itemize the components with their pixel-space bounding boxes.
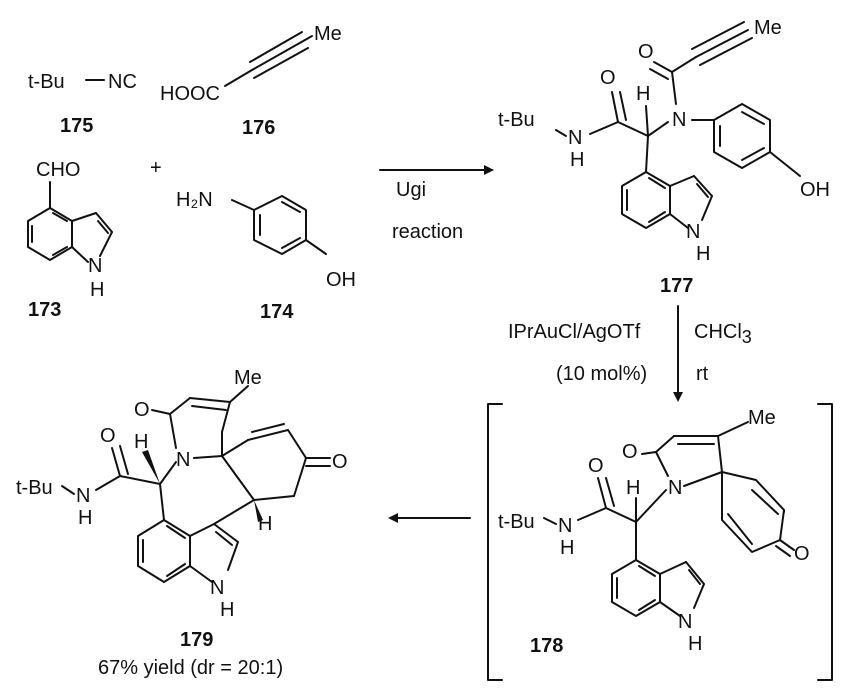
h-nh-label-177: H — [570, 149, 584, 171]
h-alpha-label-177: H — [636, 83, 650, 105]
nh-label-173: N — [88, 255, 102, 277]
catalyst-label: IPrAuCl/AgOTf — [508, 321, 641, 343]
compound-175: t-Bu NC 175 — [28, 71, 137, 137]
o-label-177a: O — [638, 41, 654, 63]
yield-label: 67% yield (dr = 20:1) — [98, 657, 283, 679]
oh-label-177: OH — [800, 179, 830, 201]
compound-number-174: 174 — [260, 301, 294, 323]
nh-indole-label-179: N — [210, 577, 224, 599]
h-ring-label-179: H — [258, 513, 272, 535]
o-label-179a: O — [134, 399, 150, 421]
compound-178: O Me N O H O N H t-Bu — [498, 407, 810, 657]
h-nh-label-178: H — [560, 537, 574, 559]
intermediate-brackets — [487, 403, 833, 681]
loading-label: (10 mol%) — [556, 363, 647, 385]
compound-174: H₂N OH 174 — [176, 189, 356, 323]
compound-173: CHO N H 173 — [27, 159, 113, 321]
h-indole-label-177: H — [696, 243, 710, 265]
o-label-177b: O — [600, 67, 616, 89]
h-alpha-label-179: H — [134, 431, 148, 453]
oh-label-174: OH — [326, 269, 356, 291]
n-label-177: N — [672, 109, 686, 131]
h-nh-label-179: H — [78, 507, 92, 529]
me-label-176: Me — [314, 23, 342, 45]
h-label-173: H — [90, 279, 104, 301]
h-alpha-label-178: H — [626, 477, 640, 499]
solvent-label: CHCl3 — [694, 321, 752, 347]
nc-label: NC — [108, 71, 137, 93]
ugi-label: Ugi — [396, 179, 426, 201]
me-label-177: Me — [754, 17, 782, 39]
tbu-label-179: t-Bu — [16, 477, 53, 499]
h2n-label: H₂N — [176, 189, 213, 211]
compound-number-179: 179 — [180, 629, 213, 651]
compound-number-173: 173 — [28, 299, 61, 321]
o-label-179b: O — [332, 451, 348, 473]
h-indole-label-179: H — [220, 599, 234, 621]
o-label-178c: O — [588, 455, 604, 477]
compound-176: HOOC Me 176 — [160, 23, 342, 139]
compound-number-178: 178 — [530, 635, 563, 657]
n-label-178: N — [668, 477, 682, 499]
nh-label-178: N — [558, 515, 572, 537]
plus-sign: + — [150, 157, 162, 179]
hooc-label: HOOC — [160, 83, 220, 105]
tbu-label-178: t-Bu — [498, 511, 535, 533]
arrow-gold: IPrAuCl/AgOTf (10 mol%) CHCl3 rt — [508, 305, 752, 402]
compound-179: O Me N O H H O N H — [16, 367, 348, 679]
nh-label-179: N — [76, 485, 90, 507]
o-label-178a: O — [622, 441, 638, 463]
tbu-label-175: t-Bu — [28, 71, 65, 93]
o-label-178b: O — [794, 543, 810, 565]
arrow-cyclization — [388, 513, 471, 523]
cho-label: CHO — [36, 159, 80, 181]
nh-indole-label-178: N — [678, 611, 692, 633]
o-label-179c: O — [100, 425, 116, 447]
nh-indole-label-177: N — [686, 221, 700, 243]
temperature-label: rt — [696, 363, 709, 385]
tbu-label-177: t-Bu — [498, 109, 535, 131]
compound-177: Me O N H O N H t-Bu OH — [498, 17, 830, 297]
compound-number-175: 175 — [60, 115, 93, 137]
me-label-178: Me — [748, 407, 776, 429]
n-label-179: N — [176, 449, 190, 471]
compound-number-176: 176 — [242, 117, 275, 139]
compound-number-177: 177 — [660, 275, 693, 297]
reaction-label: reaction — [392, 221, 463, 243]
h-indole-label-178: H — [688, 633, 702, 655]
me-label-179: Me — [234, 367, 262, 389]
arrow-ugi: Ugi reaction — [379, 165, 494, 243]
nh-label-177: N — [568, 127, 582, 149]
